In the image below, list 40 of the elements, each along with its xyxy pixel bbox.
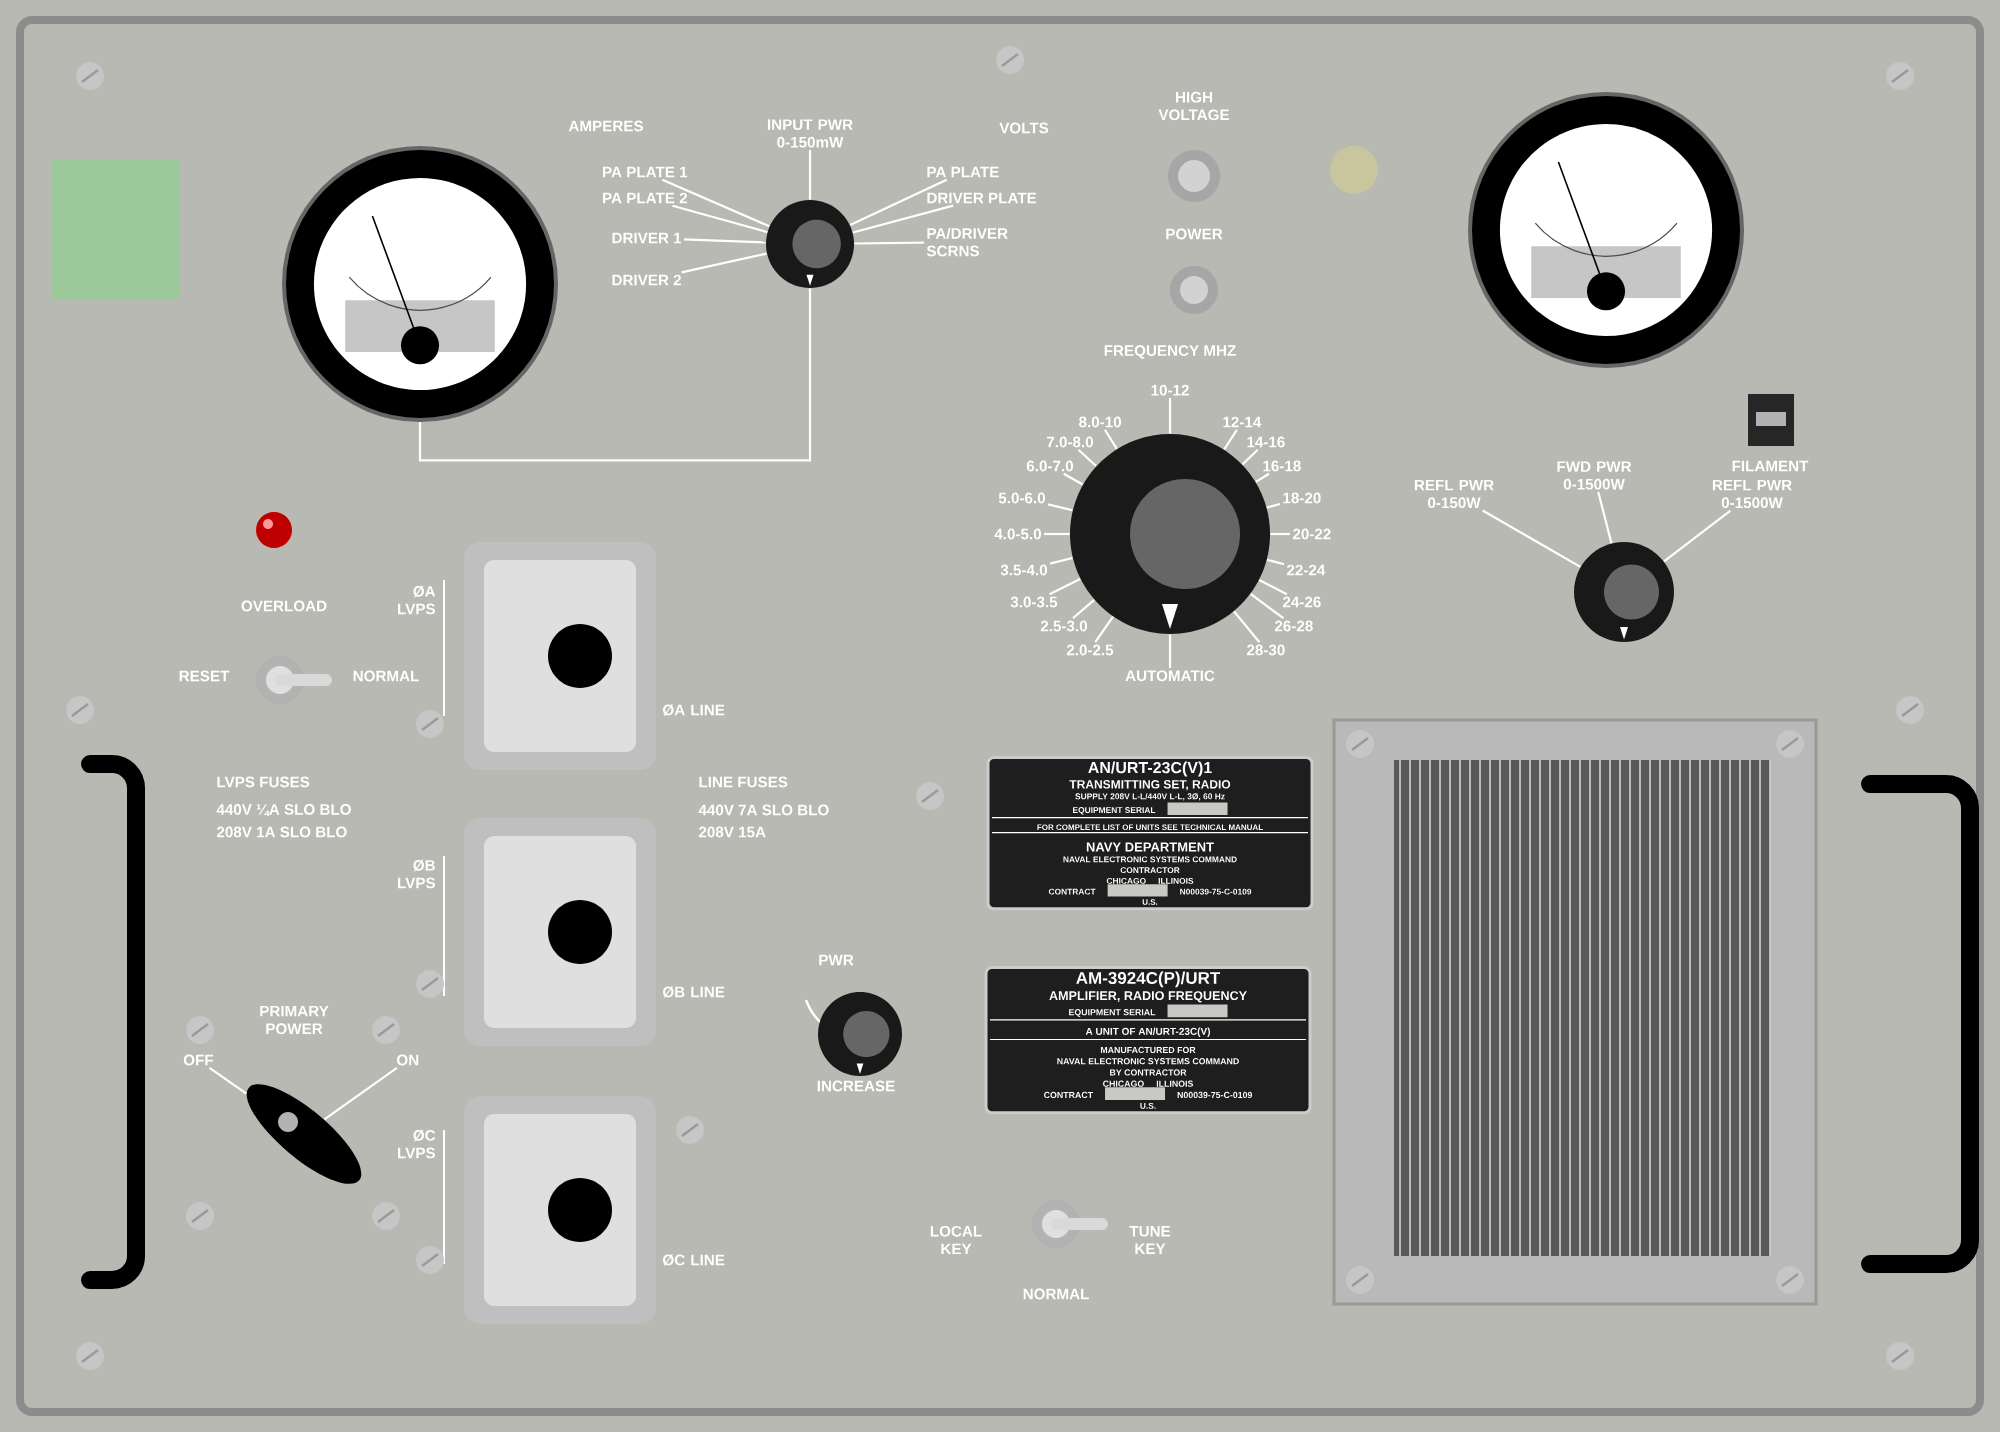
leader-line (1049, 577, 1081, 596)
meter (282, 146, 558, 422)
leader-line (1255, 472, 1270, 483)
leader-line (1044, 532, 1070, 536)
leader-line (852, 204, 954, 234)
rotary-switch (246, 1084, 362, 1184)
leader-line (1168, 398, 1172, 434)
leader-line (1104, 429, 1118, 450)
leader-line (808, 150, 812, 200)
leader-line (1597, 491, 1613, 544)
leader-line (1482, 509, 1581, 568)
leader-line (661, 178, 770, 228)
leader-line (1663, 509, 1732, 563)
leader-line (1094, 616, 1114, 643)
leader-line (1258, 579, 1288, 596)
leader-line (683, 238, 766, 244)
leader-line (1049, 556, 1073, 565)
leader-line (1223, 429, 1238, 451)
leader-line (681, 252, 767, 274)
leader-line (1249, 593, 1285, 620)
leader-line (1270, 532, 1290, 536)
leader-line (1233, 610, 1261, 643)
leader-line (1072, 598, 1095, 620)
leader-line (1063, 472, 1084, 486)
leader-line (1266, 558, 1285, 566)
leader-line (1168, 634, 1172, 668)
rotary-knob (818, 992, 902, 1076)
leader-line (1077, 448, 1097, 467)
leader-line (208, 1066, 248, 1095)
rotary-knob (766, 200, 854, 288)
meter (1468, 92, 1744, 368)
leader-line (1047, 503, 1073, 512)
rotary-knob (1574, 542, 1674, 642)
leader-line (323, 1066, 398, 1121)
leader-line (849, 178, 948, 227)
leader-line (418, 288, 812, 462)
leader-line (854, 241, 925, 245)
leader-line (1266, 502, 1281, 509)
leader-line (672, 204, 768, 234)
leader-line (1241, 449, 1259, 466)
